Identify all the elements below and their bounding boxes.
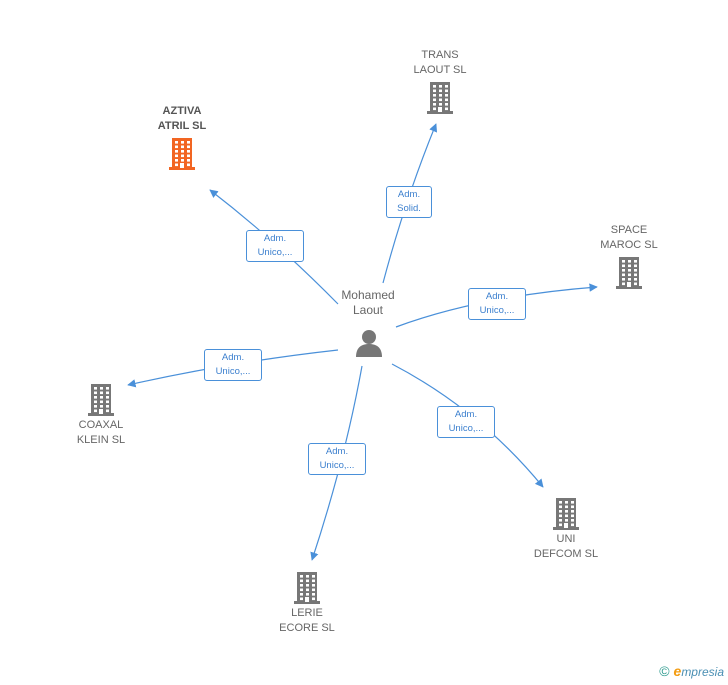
building-icon bbox=[262, 570, 352, 604]
company-name: UNI DEFCOM SL bbox=[533, 533, 599, 560]
relation-label-lerie[interactable]: Adm. Unico,... bbox=[308, 443, 366, 475]
company-name: COAXAL KLEIN SL bbox=[76, 419, 126, 446]
company-name: LERIE ECORE SL bbox=[279, 607, 335, 634]
company-node-coaxal[interactable]: COAXAL KLEIN SL bbox=[56, 380, 146, 448]
center-person-label: Mohamed Laout bbox=[341, 288, 395, 317]
building-icon bbox=[56, 382, 146, 416]
relation-label-uni[interactable]: Adm. Unico,... bbox=[437, 406, 495, 438]
company-node-trans[interactable]: TRANS LAOUT SL bbox=[395, 48, 485, 116]
empresia-logo: ©empresia bbox=[659, 663, 724, 679]
company-node-lerie[interactable]: LERIE ECORE SL bbox=[262, 568, 352, 636]
copyright-symbol: © bbox=[659, 663, 670, 679]
company-name: SPACE MAROC SL bbox=[600, 224, 658, 251]
company-name: TRANS LAOUT SL bbox=[413, 49, 467, 76]
building-icon bbox=[584, 255, 674, 289]
brand-initial: e bbox=[673, 663, 682, 679]
company-node-space[interactable]: SPACE MAROC SL bbox=[584, 223, 674, 291]
relation-label-aztiva[interactable]: Adm. Unico,... bbox=[246, 230, 304, 262]
company-name: AZTIVA ATRIL SL bbox=[157, 105, 207, 132]
relation-label-trans[interactable]: Adm. Solid. bbox=[386, 186, 432, 218]
building-icon bbox=[518, 496, 614, 530]
person-icon[interactable] bbox=[354, 328, 384, 363]
building-icon bbox=[395, 80, 485, 114]
company-node-uni[interactable]: UNI DEFCOM SL bbox=[518, 494, 614, 562]
company-node-aztiva[interactable]: AZTIVA ATRIL SL bbox=[134, 104, 230, 172]
brand-name: mpresia bbox=[681, 665, 724, 679]
building-icon bbox=[134, 136, 230, 170]
relation-label-coaxal[interactable]: Adm. Unico,... bbox=[204, 349, 262, 381]
relation-label-space[interactable]: Adm. Unico,... bbox=[468, 288, 526, 320]
